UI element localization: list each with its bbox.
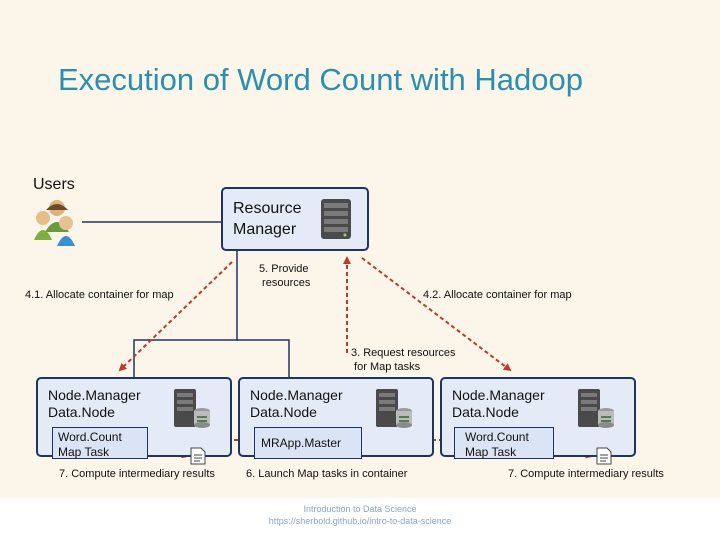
server-database-icon bbox=[574, 387, 618, 436]
arrow-allocate-left bbox=[118, 261, 233, 372]
resource-manager-label: Resource Manager bbox=[233, 200, 302, 238]
footer-background bbox=[0, 498, 720, 540]
server-icon bbox=[319, 197, 353, 246]
step-provide-resources: 5. Provide resources bbox=[259, 263, 311, 289]
server-database-icon bbox=[170, 387, 214, 436]
rm-to-node2-line bbox=[237, 339, 290, 377]
node-manager-box-3: Node.Manager Data.Node Word.Count Map Ta… bbox=[440, 377, 636, 459]
document-icon bbox=[190, 447, 206, 470]
footer-url: https://sherbold.github.io/intro-to-data… bbox=[268, 516, 452, 526]
resource-manager-box: Resource Manager bbox=[221, 187, 369, 251]
footer-course-title: Introduction to Data Science bbox=[303, 504, 417, 514]
node-manager-label-1: Node.Manager Data.Node bbox=[48, 387, 141, 420]
slide-title: Execution of Word Count with Hadoop bbox=[58, 62, 584, 97]
footer: Introduction to Data Science https://she… bbox=[0, 503, 720, 527]
node-manager-box-2: Node.Manager Data.Node MRApp.Master bbox=[238, 377, 434, 459]
server-database-icon bbox=[372, 387, 416, 436]
step-allocate-right: 4.2. Allocate container for map bbox=[423, 289, 572, 301]
node-manager-label-2: Node.Manager Data.Node bbox=[250, 387, 343, 420]
map-task-box-1: Word.Count Map Task bbox=[52, 427, 148, 459]
users-label: Users bbox=[33, 176, 75, 193]
rm-to-nodes-line bbox=[133, 251, 238, 377]
node-manager-box-1: Node.Manager Data.Node Word.Count Map Ta… bbox=[36, 377, 232, 459]
users-icon bbox=[26, 196, 86, 248]
step-compute-right: 7. Compute intermediary results bbox=[508, 468, 664, 480]
step-compute-left: 7. Compute intermediary results bbox=[59, 468, 215, 480]
step-launch-map: 6. Launch Map tasks in container bbox=[246, 468, 408, 480]
mrapp-master-box: MRApp.Master bbox=[254, 427, 362, 459]
arrow-allocate-right bbox=[361, 257, 512, 372]
document-icon bbox=[596, 447, 612, 470]
step-allocate-left: 4.1. Allocate container for map bbox=[25, 289, 174, 301]
map-task-box-3: Word.Count Map Task bbox=[454, 427, 554, 459]
step-request-resources: 3. Request resources for Map tasks bbox=[351, 347, 456, 373]
node-manager-label-3: Node.Manager Data.Node bbox=[452, 387, 545, 420]
